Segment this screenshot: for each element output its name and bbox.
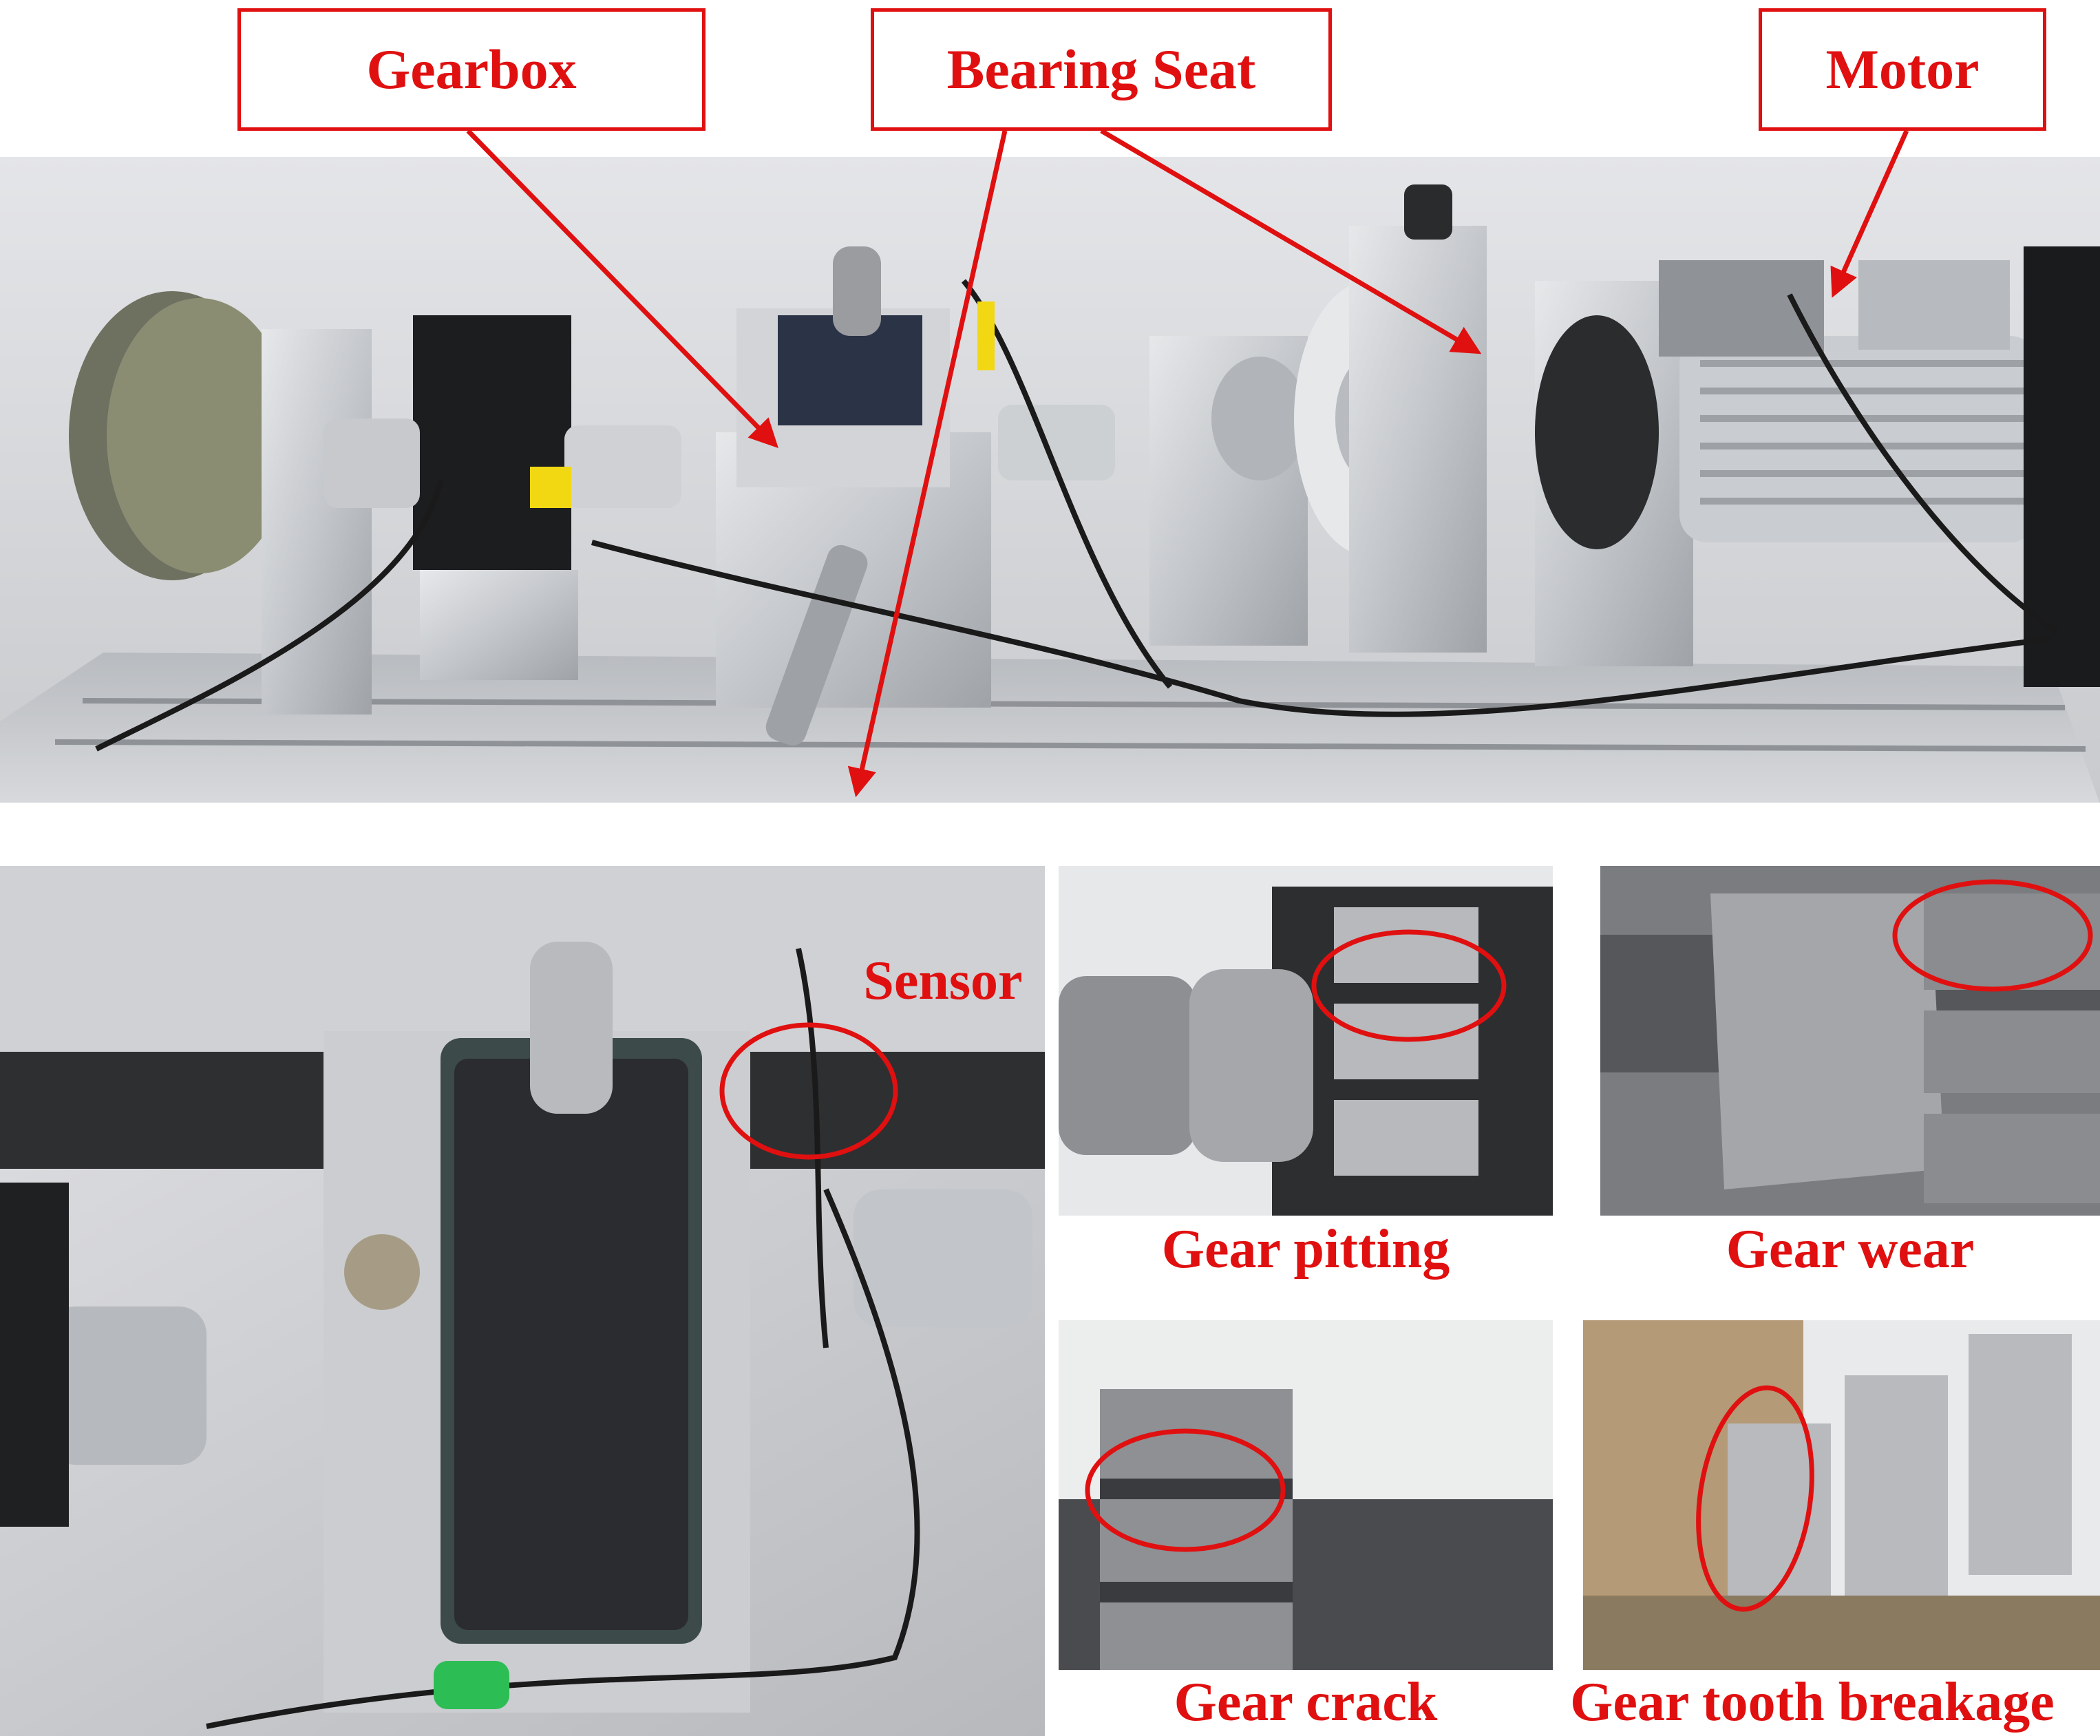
gear-wear-photo xyxy=(1600,866,2100,1216)
gear-pitting-caption: Gear pitting xyxy=(1161,1219,1450,1280)
bearing-seat-label-box: Bearing Seat xyxy=(871,8,1332,131)
gear-tooth-breakage-caption: Gear tooth breakage xyxy=(1570,1672,2055,1733)
motor-label-box: Motor xyxy=(1759,8,2046,131)
gear-crack-caption: Gear crack xyxy=(1174,1672,1438,1733)
bearing-seat-arrow-2 xyxy=(1100,128,1482,354)
sensor-closeup-photo xyxy=(0,866,1045,1736)
wear-highlight-ellipse xyxy=(1892,879,2093,992)
gear-crack-photo xyxy=(1059,1320,1553,1670)
test-rig-photo xyxy=(0,157,2100,803)
pitting-highlight-ellipse xyxy=(1311,929,1507,1042)
breakage-highlight-ellipse xyxy=(1696,1385,1814,1612)
gearbox-arrow xyxy=(466,129,778,449)
sensor-label: Sensor xyxy=(863,951,1023,1011)
motor-arrow xyxy=(1830,129,1909,298)
gear-wear-caption: Gear wear xyxy=(1726,1219,1975,1280)
motor-label: Motor xyxy=(1825,38,1980,100)
bearing-seat-arrow-1 xyxy=(847,130,1008,798)
sensor-highlight-ellipse xyxy=(719,1022,898,1160)
crack-highlight-ellipse xyxy=(1085,1428,1286,1552)
callout-arrows xyxy=(466,128,1909,798)
bearing-seat-label: Bearing Seat xyxy=(946,38,1256,100)
gearbox-label: Gearbox xyxy=(366,38,577,100)
gearbox-label-box: Gearbox xyxy=(237,8,706,131)
gear-tooth-breakage-photo xyxy=(1583,1320,2100,1670)
